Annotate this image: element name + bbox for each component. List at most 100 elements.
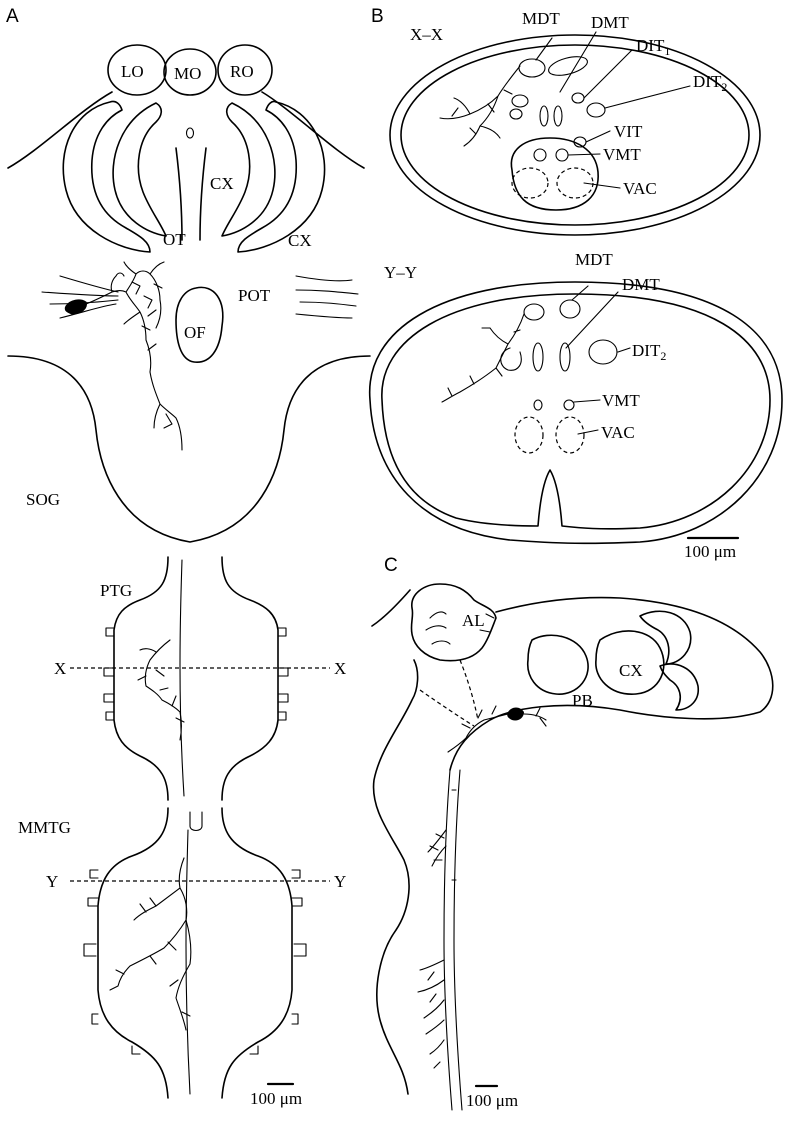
- neuron-arbor-c-cord-1: [428, 830, 446, 866]
- brain-outline: [8, 92, 364, 168]
- label-cx-outer: CX: [288, 231, 312, 250]
- tract-x-dit2: [587, 103, 605, 117]
- label-al: AL: [462, 611, 485, 630]
- ptg-outline-right: [222, 557, 278, 800]
- neuron-arbor-c-brain: [448, 706, 546, 752]
- right-inner-calyx: [222, 103, 275, 236]
- right-outer-calyx: [238, 101, 325, 252]
- leaders-y: [566, 286, 630, 434]
- label-y-dit2: DIT2: [632, 341, 666, 363]
- label-y-left: Y: [46, 872, 58, 891]
- section-y-inner: [382, 294, 770, 529]
- mmtg-u-tube: [190, 812, 202, 831]
- panel-a-brain: LO MO RO CX CX OT: [8, 45, 364, 252]
- brain-mass-c: [450, 598, 773, 770]
- nerve-cord-right: [454, 770, 462, 1110]
- neuron-arbor-c-cord-2: [418, 960, 444, 1068]
- tract-x-mdt: [519, 59, 545, 77]
- label-x-vac: VAC: [623, 179, 657, 198]
- tract-y-mdt-left: [524, 304, 544, 320]
- tract-x-mdt-right: [547, 53, 590, 79]
- label-lo: LO: [121, 62, 144, 81]
- label-pb: PB: [572, 691, 593, 710]
- tract-x-vmt-left: [534, 149, 546, 161]
- label-ro: RO: [230, 62, 254, 81]
- label-x-dit1: DIT1: [636, 36, 670, 58]
- nerve-cord-left: [444, 770, 452, 1110]
- panel-label-b: B: [371, 6, 384, 27]
- tract-y-vmt-right: [564, 400, 574, 410]
- panel-label-a: A: [6, 6, 19, 27]
- body-outline-c: [372, 590, 418, 1094]
- neuron-arbor-section-y: [442, 314, 524, 402]
- label-y-vmt: VMT: [602, 391, 640, 410]
- label-x-mdt: MDT: [522, 9, 560, 28]
- label-y-mdt: MDT: [575, 250, 613, 269]
- label-mo: MO: [174, 64, 201, 83]
- ptg-midline: [180, 560, 184, 796]
- scale-label-c: 100 μm: [466, 1091, 518, 1110]
- label-ptg: PTG: [100, 581, 132, 600]
- scale-label-b: 100 μm: [684, 542, 736, 561]
- label-of: OF: [184, 323, 206, 342]
- calyx-c-2: [660, 664, 698, 710]
- lobe-c: [528, 635, 588, 694]
- tract-dashed-2: [460, 660, 478, 720]
- panel-a-mmtg: MMTG Y Y 100 μm: [18, 808, 346, 1108]
- label-y-vac: VAC: [601, 423, 635, 442]
- label-section-y: Y–Y: [384, 263, 417, 282]
- neuron-arbor-mmtg: [110, 858, 191, 1030]
- label-cx-c: CX: [619, 661, 643, 680]
- label-x-vmt: VMT: [603, 145, 641, 164]
- optic-tract-right: [200, 148, 206, 240]
- tract-y-vmt-left: [534, 400, 542, 410]
- tract-x-small-2: [510, 109, 522, 119]
- neuron-arbor-section-x: [440, 66, 520, 146]
- panel-b-section-x: X–X MDT DMT DIT1 DIT2 VIT VMT VAC: [390, 9, 760, 235]
- neuron-cell-body-c: [507, 708, 524, 721]
- panel-a-ptg: PTG X X: [54, 557, 346, 800]
- left-outer-calyx: [63, 101, 150, 252]
- panel-a-suboesophageal: POT OF SOG: [8, 262, 370, 542]
- label-y-dmt: DMT: [622, 275, 660, 294]
- label-x-dmt: DMT: [591, 13, 629, 32]
- tract-x-small-1: [512, 95, 528, 107]
- label-section-x: X–X: [410, 25, 443, 44]
- tract-y-dit2: [589, 340, 617, 364]
- tract-y-dmt-left: [533, 343, 543, 371]
- tract-x-vmt-right: [556, 149, 568, 161]
- section-x-outer: [390, 35, 760, 235]
- tract-y-dmt-right: [560, 343, 570, 371]
- calyx-c: [640, 611, 691, 664]
- tract-y-vac-left: [515, 417, 543, 453]
- mmtg-midline: [186, 830, 190, 1094]
- tract-x-dmt-left: [540, 106, 548, 126]
- central-canal: [187, 128, 194, 138]
- tract-dashed-1: [420, 690, 474, 726]
- label-x-right: X: [334, 659, 346, 678]
- label-y-right: Y: [334, 872, 346, 891]
- label-mmtg: MMTG: [18, 818, 71, 837]
- neuron-arbor-sog: [86, 262, 182, 450]
- tract-x-vac-left: [512, 168, 548, 198]
- mmtg-nerve-stubs: [84, 870, 306, 1054]
- label-x-left: X: [54, 659, 66, 678]
- panel-label-c: C: [384, 555, 398, 576]
- tract-x-dit1: [572, 93, 584, 103]
- sog-outline: [8, 356, 370, 542]
- tract-x-vac-region: [511, 138, 598, 210]
- optic-tract-left: [176, 148, 182, 240]
- label-pot: POT: [238, 286, 271, 305]
- panel-b-section-y: Y–Y MDT DMT DIT2 VMT VAC 100 μm: [370, 250, 782, 561]
- label-sog: SOG: [26, 490, 60, 509]
- left-inner-calyx: [113, 103, 166, 236]
- label-cx-inner: CX: [210, 174, 234, 193]
- neuron-arbor-ptg: [138, 640, 184, 740]
- scale-label-a: 100 μm: [250, 1089, 302, 1108]
- panel-c-longitudinal: AL CX PB 100 μm: [372, 584, 773, 1110]
- ptg-nerve-stubs: [104, 628, 288, 720]
- tract-x-dmt-right: [554, 106, 562, 126]
- tract-y-mdt-right: [560, 300, 580, 318]
- right-fibres: [296, 276, 358, 318]
